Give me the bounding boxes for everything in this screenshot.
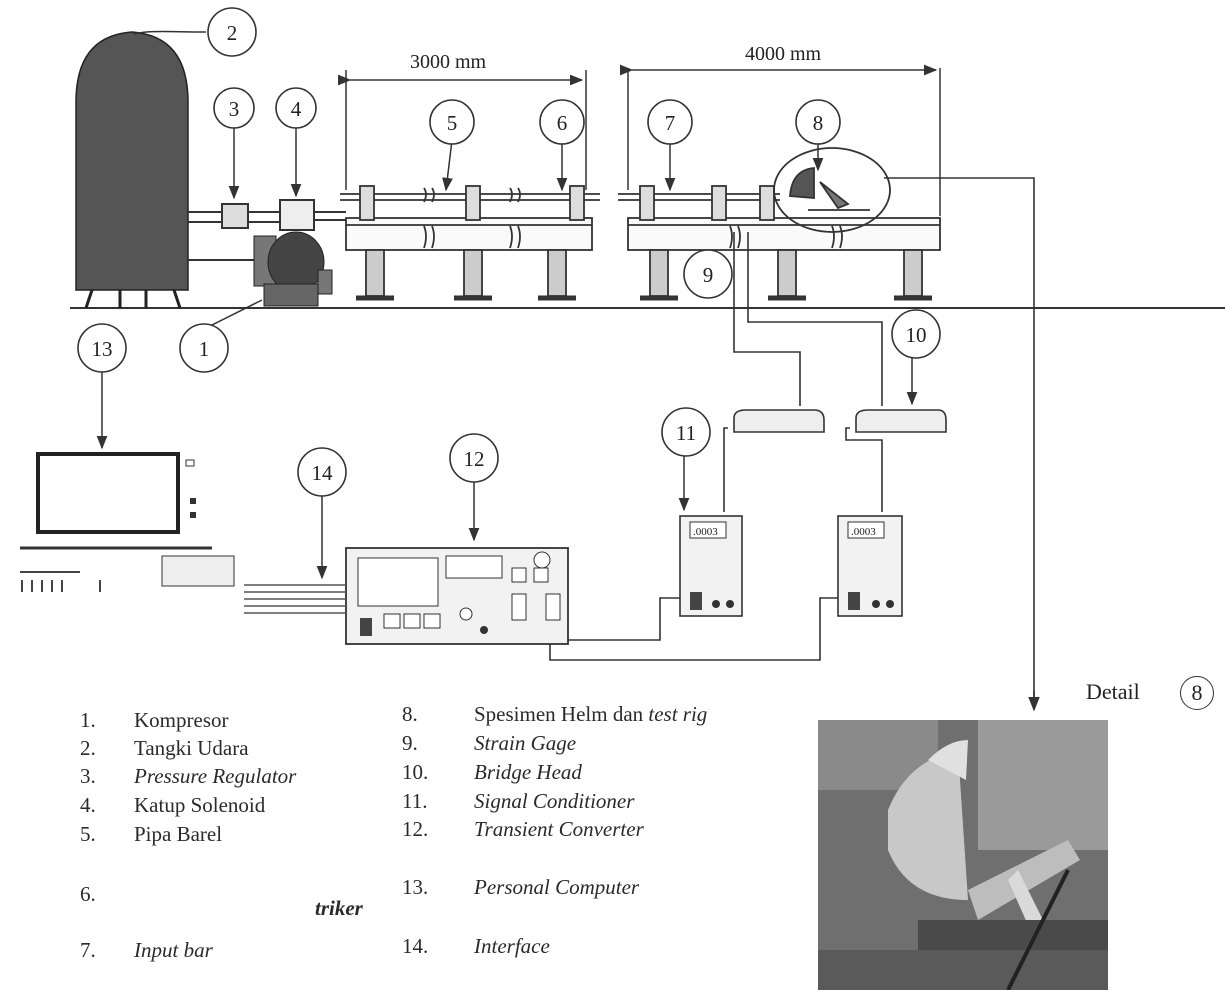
callout-6: 6 — [540, 100, 584, 144]
callout-3: 3 — [214, 88, 254, 128]
air-tank — [76, 32, 188, 308]
callout-10: 10 — [892, 310, 940, 358]
wiring — [510, 178, 1034, 700]
personal-computer — [20, 454, 234, 592]
callout-2: 2 — [208, 8, 256, 56]
interface-cable — [244, 585, 346, 613]
input-bar-rig — [618, 186, 940, 298]
detail-label: Detail — [1086, 679, 1140, 705]
display-reading-2: .0003 — [851, 526, 876, 538]
callout-8: 8 — [796, 100, 840, 144]
svg-text:11: 11 — [676, 421, 696, 445]
svg-text:9: 9 — [703, 263, 714, 287]
svg-text:12: 12 — [464, 447, 485, 471]
svg-text:10: 10 — [906, 323, 927, 347]
callout-12: 12 — [450, 434, 498, 482]
display-reading-1: .0003 — [693, 526, 718, 538]
callout-9: 9 — [684, 250, 732, 298]
svg-text:2: 2 — [227, 21, 238, 45]
callout-14: 14 — [298, 448, 346, 496]
callout-11: 11 — [662, 408, 710, 456]
legend-left: 1.Kompresor 2.Tangki Udara 3.Pressure Re… — [80, 700, 380, 980]
compressor — [254, 232, 332, 306]
callout-5: 5 — [430, 100, 474, 144]
callout-7: 7 — [648, 100, 692, 144]
svg-text:4: 4 — [291, 97, 302, 121]
svg-text:13: 13 — [92, 337, 113, 361]
svg-text:6: 6 — [557, 111, 568, 135]
detail-photo — [818, 720, 1108, 990]
bridge-head-1 — [734, 410, 824, 432]
transient-converter — [346, 548, 568, 644]
bridge-head-2 — [856, 410, 946, 432]
svg-text:1: 1 — [199, 337, 210, 361]
detail-ref-circle: 8 — [1180, 676, 1214, 710]
callout-13: 13 — [78, 324, 126, 372]
svg-text:3: 3 — [229, 97, 240, 121]
legend-right: 8.Spesimen Helm dan test rig 9.Strain Ga… — [402, 700, 802, 980]
dimension-right: 4000 mm — [745, 43, 822, 65]
svg-text:8: 8 — [813, 111, 824, 135]
detail-photo-drawing — [818, 720, 1108, 990]
dimension-left: 3000 mm — [410, 51, 487, 73]
svg-text:7: 7 — [665, 111, 676, 135]
barrel-rig — [340, 186, 600, 298]
callout-4: 4 — [276, 88, 316, 128]
callout-1: 1 — [180, 324, 228, 372]
svg-text:5: 5 — [447, 111, 458, 135]
svg-text:14: 14 — [312, 461, 334, 485]
